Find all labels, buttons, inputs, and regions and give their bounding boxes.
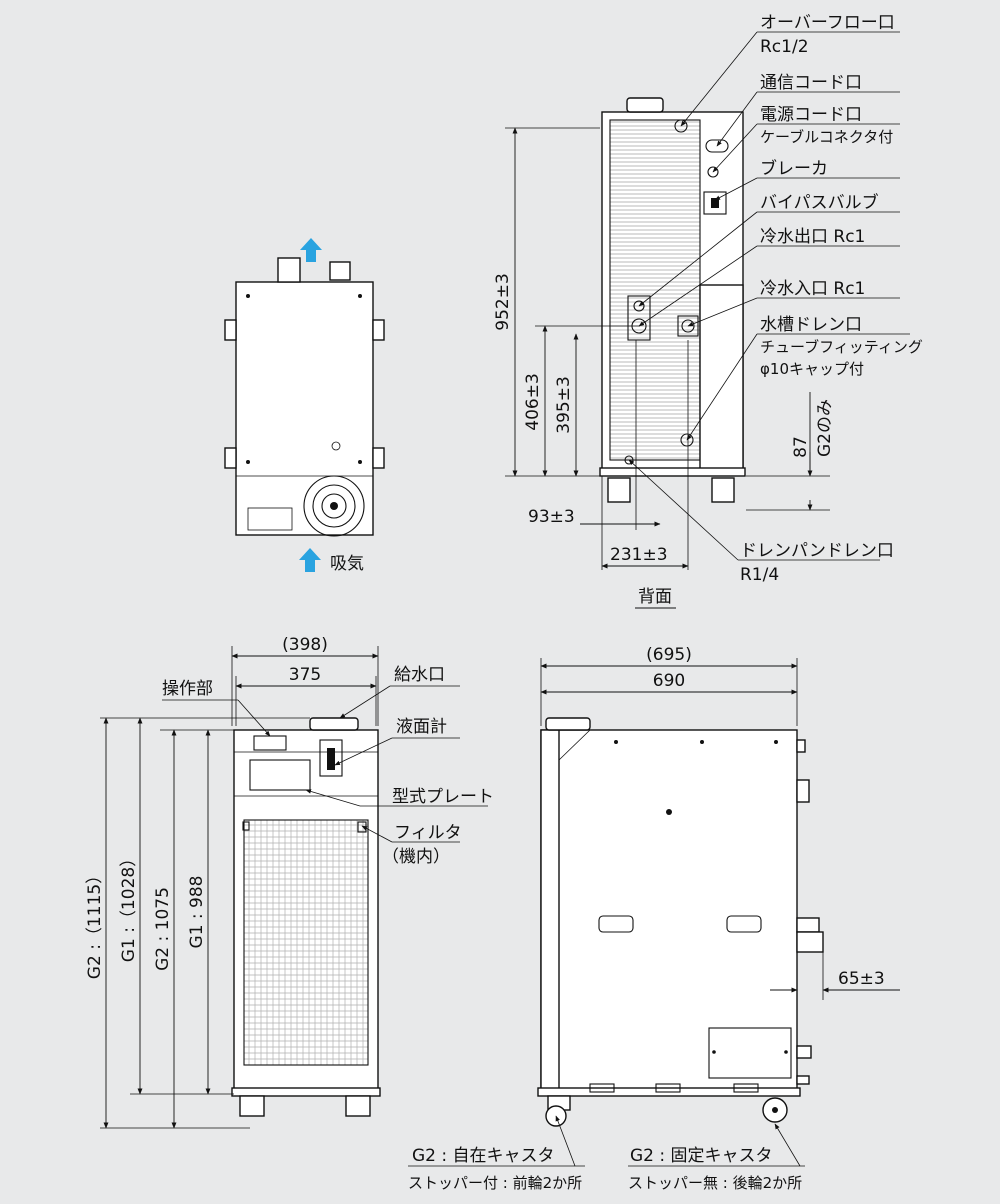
dim-93: 93±3: [528, 507, 575, 527]
bypass-label: バイパスバルブ: [760, 192, 879, 213]
comm-port-icon: [705, 139, 729, 153]
overflow-label: オーバーフロー口: [760, 13, 895, 33]
overflow-spec: Rc1/2: [760, 37, 809, 57]
coolant-in-label: 冷水入口 Rc1: [760, 279, 865, 299]
coolant-in-icon: [677, 315, 699, 337]
drain-pan-spec: R1/4: [740, 565, 779, 585]
caster-fixed-label: G2 : 固定キャスタ: [630, 1146, 773, 1166]
caster-fixed-note: ストッパー無 : 後輪2か所: [628, 1174, 802, 1192]
breaker-label: ブレーカ: [760, 158, 828, 179]
top-handle-left: [224, 319, 237, 341]
front-caster-right: [345, 1095, 371, 1117]
power-spec: ケーブルコネクタ付: [760, 128, 893, 146]
top-fill-port: [277, 257, 301, 283]
side-port-drain: [796, 1045, 812, 1059]
back-fill-cap: [626, 97, 664, 113]
front-caster-left: [239, 1095, 265, 1117]
dim-375: 375: [289, 665, 321, 685]
dim-87: 87: [791, 436, 811, 458]
caster-free-note: ストッパー付 : 前輪2か所: [408, 1174, 582, 1192]
back-caster-right: [711, 477, 735, 503]
back-caster-left: [607, 477, 631, 503]
top-view: 吸気: [224, 238, 385, 574]
side-access-panel: [708, 1027, 792, 1079]
power-label: 電源コード口: [760, 105, 862, 125]
fan-outer-icon: [303, 475, 365, 537]
side-view: (695) 690 65±3 G2 : 自在キャスタ ストッパー付 : 前輪2か…: [408, 645, 900, 1192]
drain-pan-label: ドレンパンドレン口: [740, 541, 894, 561]
top-screw: [331, 441, 341, 451]
dim-395: 395±3: [554, 376, 574, 434]
dim-g1-1028: G1 :（1028）: [119, 850, 139, 962]
front-filter-grille: [244, 820, 368, 1065]
top-handle-left-2: [224, 447, 237, 469]
tank-drain-icon: [680, 433, 694, 447]
back-grille: [610, 120, 700, 460]
intake-label: 吸気: [330, 554, 364, 574]
nameplate-panel: [249, 759, 311, 791]
g2-only-label: G2のみ: [815, 399, 835, 457]
level-gauge-icon: [319, 739, 343, 777]
filter-label: フィルタ: [394, 823, 462, 843]
level-gauge-label: 液面計: [396, 717, 447, 737]
tank-drain-label: 水槽ドレン口: [760, 315, 862, 335]
side-port-coolant: [796, 917, 820, 933]
top-gauge: [329, 261, 351, 281]
dim-g1-988: G1 : 988: [187, 876, 207, 949]
nameplate-label: 型式プレート: [392, 787, 494, 807]
intake-arrow: [299, 548, 321, 572]
side-handle-right: [726, 915, 762, 933]
dim-g2-1115: G2 :（1115）: [85, 867, 105, 979]
tank-drain-spec-2: φ10キャップ付: [760, 360, 864, 378]
top-vent-panel: [247, 507, 293, 531]
coolant-out-label: 冷水出口 Rc1: [760, 227, 865, 247]
back-view-title: 背面: [638, 587, 672, 607]
overflow-port-icon: [674, 119, 688, 133]
caster-free-label: G2 : 自在キャスタ: [412, 1146, 555, 1166]
bypass-valve-icon: [627, 295, 651, 341]
dim-398: (398): [282, 635, 328, 655]
side-handle-left: [598, 915, 634, 933]
top-handle-right: [372, 319, 385, 341]
filter-note: （機内）: [382, 847, 450, 867]
tank-drain-spec-1: チューブフィッティング: [760, 338, 923, 356]
control-label: 操作部: [162, 679, 213, 699]
side-fill-cap: [545, 717, 591, 731]
dim-406: 406±3: [523, 373, 543, 431]
front-view: 操作部 給水口 液面計 型式プレート フィルタ （機内） (398) 375 G…: [85, 635, 494, 1129]
back-view: オーバーフロー口 Rc1/2 通信コード口 電源コード口 ケーブルコネクタ付 ブ…: [493, 13, 923, 609]
fill-port-label: 給水口: [394, 665, 445, 685]
dim-231: 231±3: [610, 545, 668, 565]
front-fill-cap: [309, 717, 359, 731]
airflow-up-arrow: [300, 238, 322, 262]
side-port-upper: [796, 779, 810, 803]
side-view-body: [540, 729, 798, 1093]
dim-65: 65±3: [838, 969, 885, 989]
comm-label: 通信コード口: [760, 73, 862, 93]
top-handle-right-2: [372, 447, 385, 469]
dim-g2-1075: G2 : 1075: [153, 887, 173, 971]
dim-952: 952±3: [493, 273, 513, 331]
dim-695: (695): [646, 645, 692, 665]
dim-690: 690: [653, 671, 685, 691]
breaker-icon: [703, 191, 727, 215]
